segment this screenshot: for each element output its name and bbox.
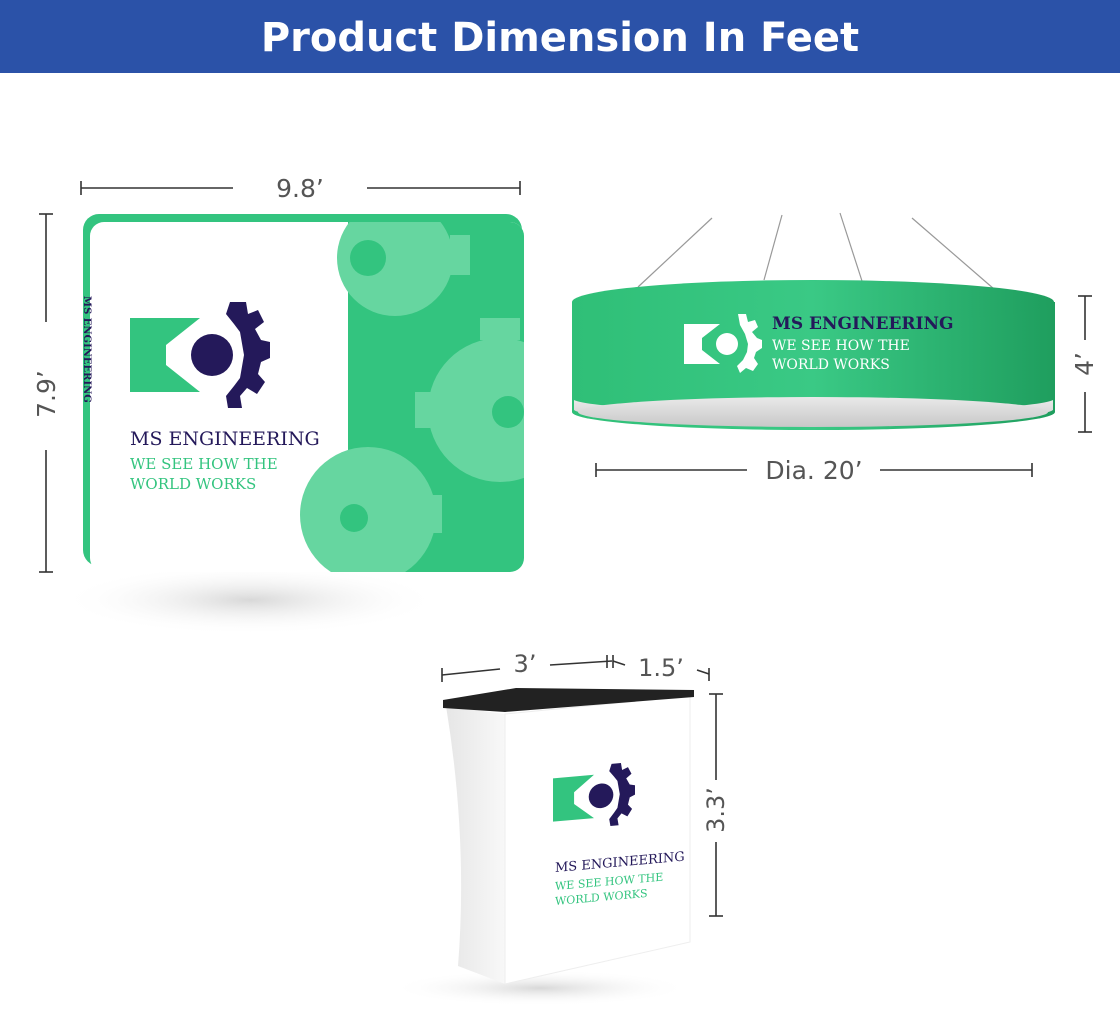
backwall-width-label: 9.8’ xyxy=(276,174,324,203)
ring-tagline-line1: WE SEE HOW THE xyxy=(772,338,910,354)
ring-brand-name: MS ENGINEERING xyxy=(772,314,954,334)
backwall-graphic xyxy=(90,222,524,572)
hanging-sign-height-label: 4’ xyxy=(1070,352,1099,376)
ring-tagline-line2: WORLD WORKS xyxy=(772,357,890,373)
counter-height-label: 3.3’ xyxy=(702,787,730,833)
backwall-height-label: 7.9’ xyxy=(32,370,61,418)
ring-logo-icon xyxy=(684,314,762,373)
backwall-tagline-line1: WE SEE HOW THE xyxy=(130,455,278,473)
hanging-sign-diameter-label: Dia. 20’ xyxy=(765,456,862,485)
counter-product: MS ENGINEERING WE SEE HOW THE WORLD WORK… xyxy=(390,688,694,1006)
counter-side-panel xyxy=(446,706,505,984)
hanging-cables xyxy=(637,212,995,290)
counter-depth-label: 1.5’ xyxy=(638,654,684,682)
header-banner xyxy=(0,0,1120,73)
backwall-tagline-line2: WORLD WORKS xyxy=(130,475,256,493)
counter-shadow xyxy=(390,970,690,1006)
backwall-brand-name: MS ENGINEERING xyxy=(130,428,320,450)
backwall-product: MS ENGINEERING MS ENGINEERING WE SEE HOW… xyxy=(60,214,524,635)
hanging-sign-dimension-lines xyxy=(595,295,1092,477)
counter-width-label: 3’ xyxy=(514,650,537,678)
counter-dimension-lines xyxy=(441,655,723,917)
backwall-dimension-lines xyxy=(39,181,521,573)
ring-inner-surface xyxy=(578,397,1048,427)
counter-top xyxy=(443,688,694,712)
backwall-shadow xyxy=(60,565,440,635)
hanging-sign-product: MS ENGINEERING WE SEE HOW THE WORLD WORK… xyxy=(572,212,1055,431)
page-title: Product Dimension In Feet xyxy=(260,15,860,61)
counter-front-panel xyxy=(504,695,691,985)
gear-pattern-icon xyxy=(300,222,524,572)
backwall-side-text: MS ENGINEERING xyxy=(81,296,92,403)
